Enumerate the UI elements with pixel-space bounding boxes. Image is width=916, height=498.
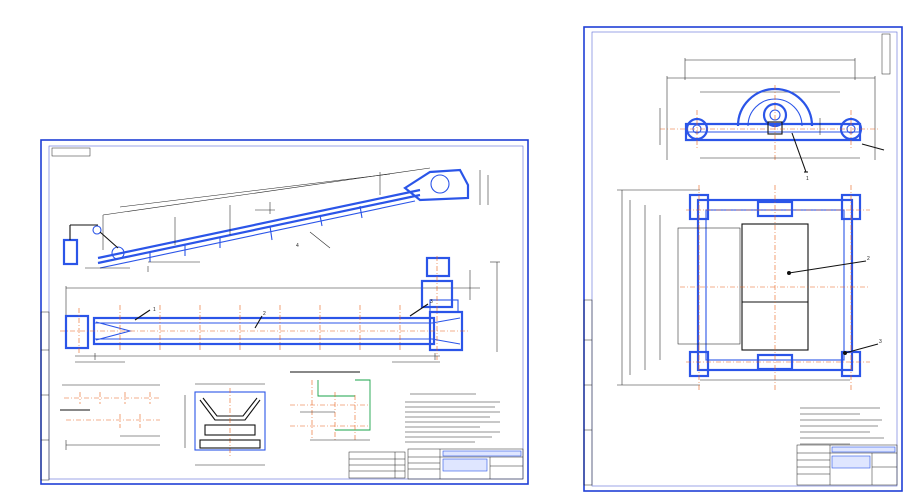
callout-leader-mid	[788, 260, 867, 274]
notes-block-right	[800, 407, 884, 445]
conveyor-belt-bottom	[97, 193, 421, 265]
head-drive-housing	[403, 168, 470, 202]
callout-right-2: 2	[867, 256, 870, 262]
spec-table-left	[348, 451, 406, 479]
stamp-code-box	[442, 450, 522, 457]
sheet-right-corner-label-box	[881, 33, 891, 75]
callout-leader-low	[844, 343, 879, 354]
belt-cross-section	[184, 383, 266, 466]
title-block-frame	[407, 448, 524, 480]
sheet-left: 1 2 3 4	[40, 139, 529, 485]
callout-3: 3	[430, 299, 433, 305]
sheet-right: 1 2 3	[583, 26, 903, 492]
title-block-frame-right	[796, 444, 898, 486]
title-block-left	[407, 448, 524, 480]
green-route	[317, 379, 371, 431]
drive-motor	[425, 256, 451, 278]
drive-drum-view	[659, 58, 885, 173]
sheet-right-inner-border	[591, 31, 898, 487]
callout-right-1: 1	[806, 176, 809, 182]
stamp-title-box	[442, 458, 488, 472]
sheet-left-margin-strip	[40, 311, 50, 481]
tail-pulley	[111, 246, 125, 260]
layout-schematic-middle	[290, 371, 371, 441]
callout-right-3: 3	[879, 339, 882, 345]
sheet-right-frame	[583, 26, 903, 492]
callout-1: 1	[153, 307, 156, 313]
callout-2: 2	[263, 311, 266, 317]
stamp-code-box-right	[831, 446, 896, 453]
support-leg	[269, 225, 273, 241]
sheet-right-margin-strip	[583, 299, 593, 486]
conveyor-belt-top	[97, 188, 421, 260]
callout-4: 4	[296, 243, 299, 249]
notes-block-left	[405, 393, 500, 443]
conveyor-plan-view	[60, 256, 500, 363]
conveyor-side-view	[62, 167, 489, 272]
sheet-left-corner-label-box	[51, 147, 91, 157]
stamp-title-box-right	[831, 455, 871, 469]
layout-schematic-left	[60, 384, 160, 450]
callout-leader-top	[791, 132, 807, 173]
title-block-right	[796, 444, 898, 486]
tail-end-frame	[64, 314, 90, 350]
drive-station-plan-view	[617, 185, 879, 390]
